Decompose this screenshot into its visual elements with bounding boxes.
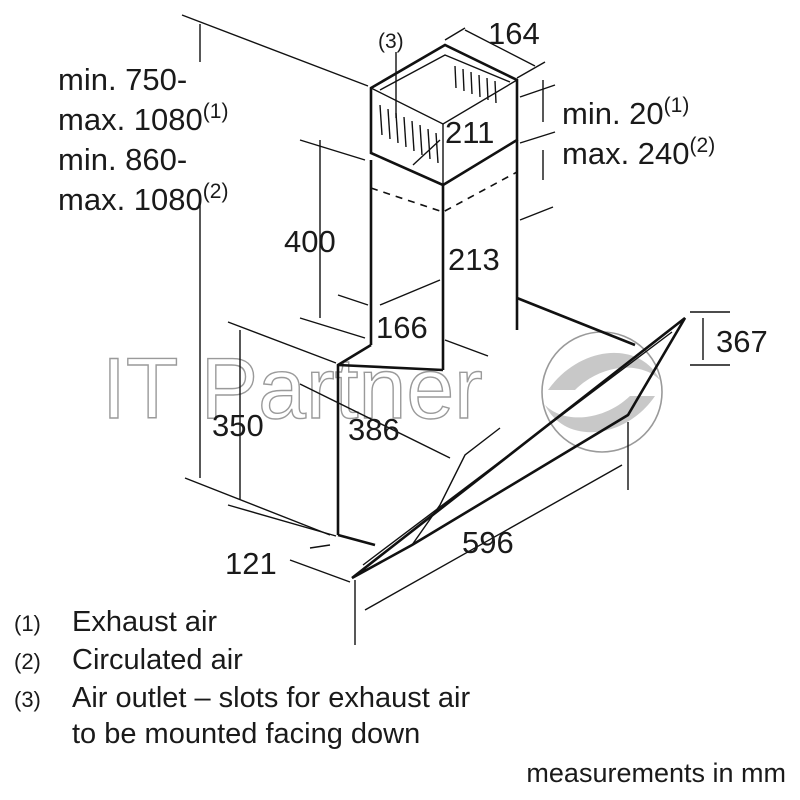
front-offset-label: 121: [225, 546, 277, 581]
dimension-lines: [181, 14, 730, 645]
lower-chimney-width-label: 166: [376, 310, 428, 345]
legend-item-exhaust: (1)Exhaust air: [14, 606, 218, 638]
upper-chimney: [369, 43, 519, 187]
gap-max-label: max. 240(2): [562, 134, 715, 171]
body-depth-label: 386: [348, 412, 400, 447]
height-max-exhaust-label: max. 1080(1): [58, 100, 228, 137]
watermark-text: IT Partner: [102, 341, 483, 437]
lower-chimney-height-label: 400: [284, 224, 336, 259]
air-outlet-ref-label: (3): [378, 30, 404, 53]
glass-height-label: 367: [716, 324, 768, 359]
chimney-depth-label: 211: [445, 115, 494, 150]
height-min-circulated-label: min. 860-: [58, 142, 187, 177]
legend-item-circulated: (2)Circulated air: [14, 644, 243, 676]
hood-body: [336, 296, 636, 547]
body-height-label: 350: [212, 408, 264, 443]
gap-min-label: min. 20(1): [562, 94, 689, 131]
chimney-width-label: 164: [488, 16, 540, 51]
units-note: measurements in mm: [526, 758, 786, 788]
height-min-exhaust-label: min. 750-: [58, 62, 187, 97]
overall-width-label: 596: [462, 525, 514, 560]
height-max-circulated-label: max. 1080(2): [58, 180, 228, 217]
glass-panel: [351, 316, 687, 580]
lower-chimney-depth-label: 213: [448, 242, 500, 277]
